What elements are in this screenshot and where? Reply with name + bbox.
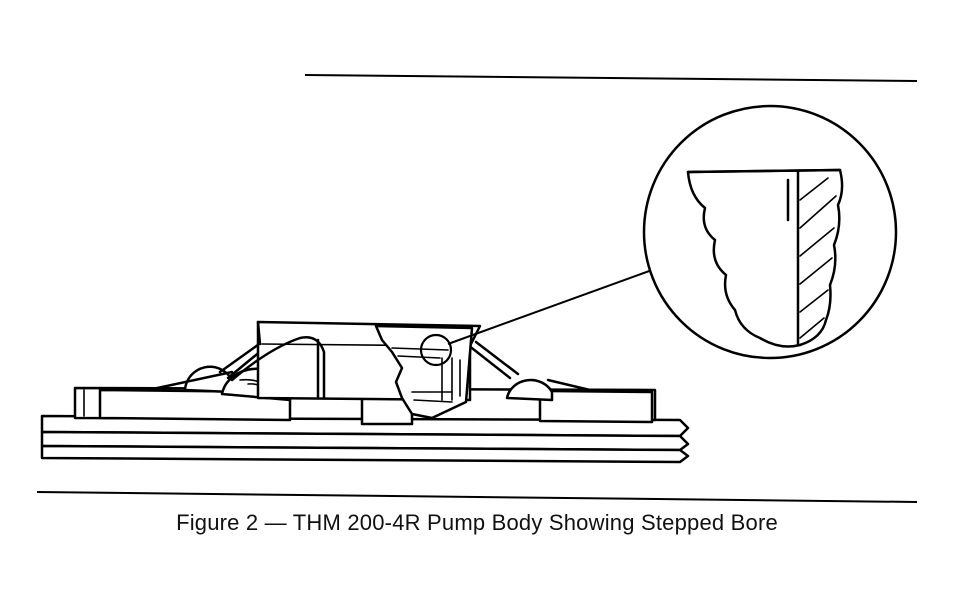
pump-body-drawing [40, 269, 690, 464]
top-rule [304, 74, 918, 82]
figure-caption: Figure 2 — THM 200-4R Pump Body Showing … [176, 510, 778, 535]
bottom-rule [36, 491, 918, 503]
stepped-bore-detail [642, 104, 898, 360]
